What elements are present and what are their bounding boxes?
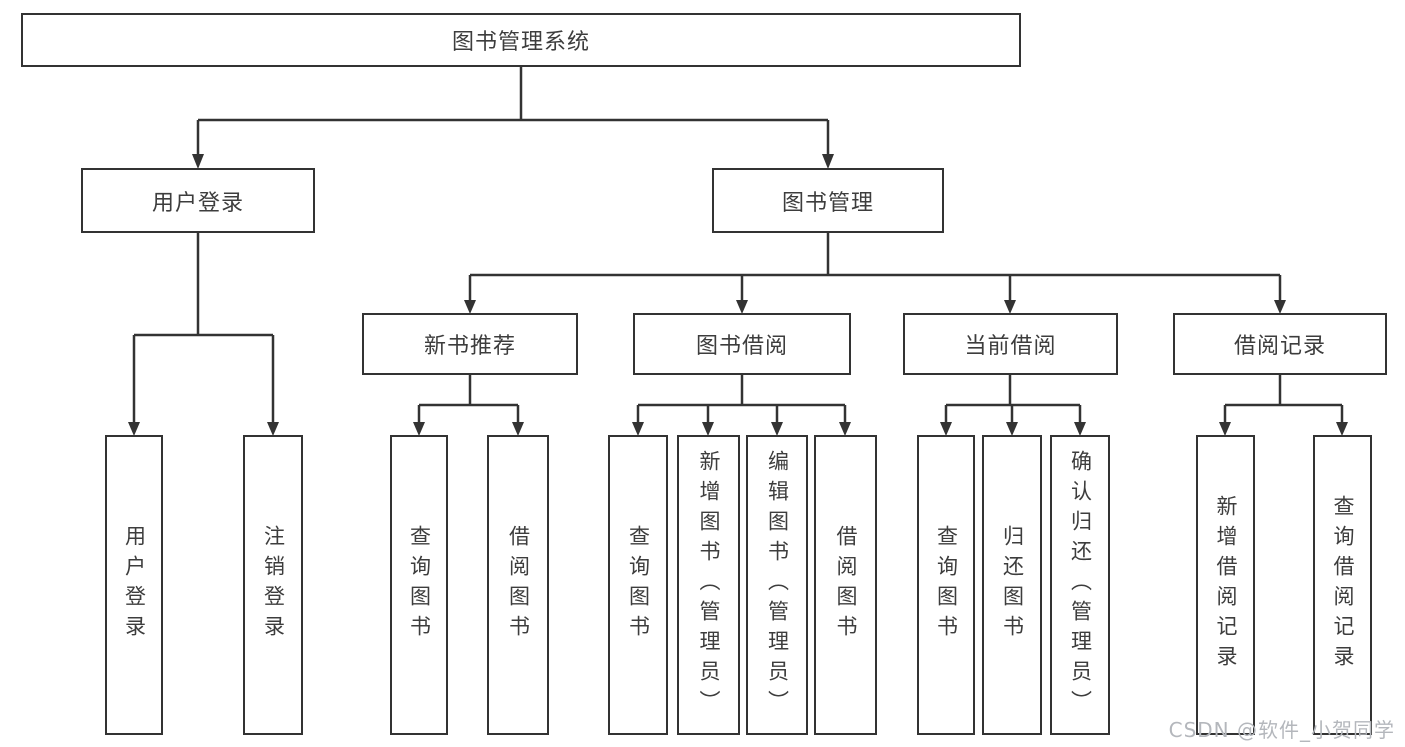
leaf-query-books-recommend: 查询图书	[390, 435, 448, 735]
node-book-management: 图书管理	[712, 168, 944, 233]
leaf-borrow-books-recommend: 借阅图书	[487, 435, 549, 735]
node-label: 用户登录	[122, 525, 147, 645]
node-label: 借阅图书	[506, 525, 531, 645]
node-label: 查询借阅记录	[1331, 495, 1355, 675]
node-label: 当前借阅	[964, 334, 1057, 359]
node-label: 新书推荐	[423, 334, 516, 359]
leaf-return-book: 归还图书	[982, 435, 1042, 735]
node-label: 注销登录	[261, 525, 286, 645]
leaf-query-borrow-record: 查询借阅记录	[1313, 435, 1372, 735]
node-borrow-records: 借阅记录	[1173, 313, 1387, 375]
node-label: 查询图书	[934, 525, 959, 645]
node-label: 查询图书	[626, 525, 651, 645]
leaf-edit-book-admin: 编辑图书（管理员）	[746, 435, 808, 735]
node-label: 确认归还（管理员）	[1068, 450, 1093, 720]
node-book-borrow: 图书借阅	[633, 313, 851, 375]
node-library-management-system: 图书管理系统	[21, 13, 1021, 67]
leaf-query-books-current: 查询图书	[917, 435, 975, 735]
leaf-confirm-return-admin: 确认归还（管理员）	[1050, 435, 1110, 735]
node-label: 用户登录	[151, 190, 244, 216]
leaf-query-books-borrow: 查询图书	[608, 435, 668, 735]
node-current-borrow: 当前借阅	[903, 313, 1118, 375]
node-label: 查询图书	[407, 525, 432, 645]
leaf-add-borrow-record: 新增借阅记录	[1196, 435, 1255, 735]
node-label: 图书借阅	[695, 334, 788, 359]
node-label: 新增借阅记录	[1214, 495, 1238, 675]
node-label: 归还图书	[1000, 525, 1025, 645]
watermark: CSDN @软件_小贺同学	[1168, 718, 1395, 742]
node-label: 借阅记录	[1233, 334, 1326, 359]
leaf-logout: 注销登录	[243, 435, 303, 735]
leaf-borrow-books: 借阅图书	[814, 435, 877, 735]
node-label: 新增图书（管理员）	[697, 450, 721, 720]
node-label: 借阅图书	[834, 525, 858, 645]
node-label: 编辑图书（管理员）	[765, 450, 790, 720]
leaf-add-book-admin: 新增图书（管理员）	[677, 435, 740, 735]
node-new-book-recommend: 新书推荐	[362, 313, 578, 375]
leaf-user-login: 用户登录	[105, 435, 163, 735]
node-label: 图书管理系统	[451, 30, 590, 55]
node-user-login: 用户登录	[81, 168, 315, 233]
node-label: 图书管理	[781, 190, 874, 216]
